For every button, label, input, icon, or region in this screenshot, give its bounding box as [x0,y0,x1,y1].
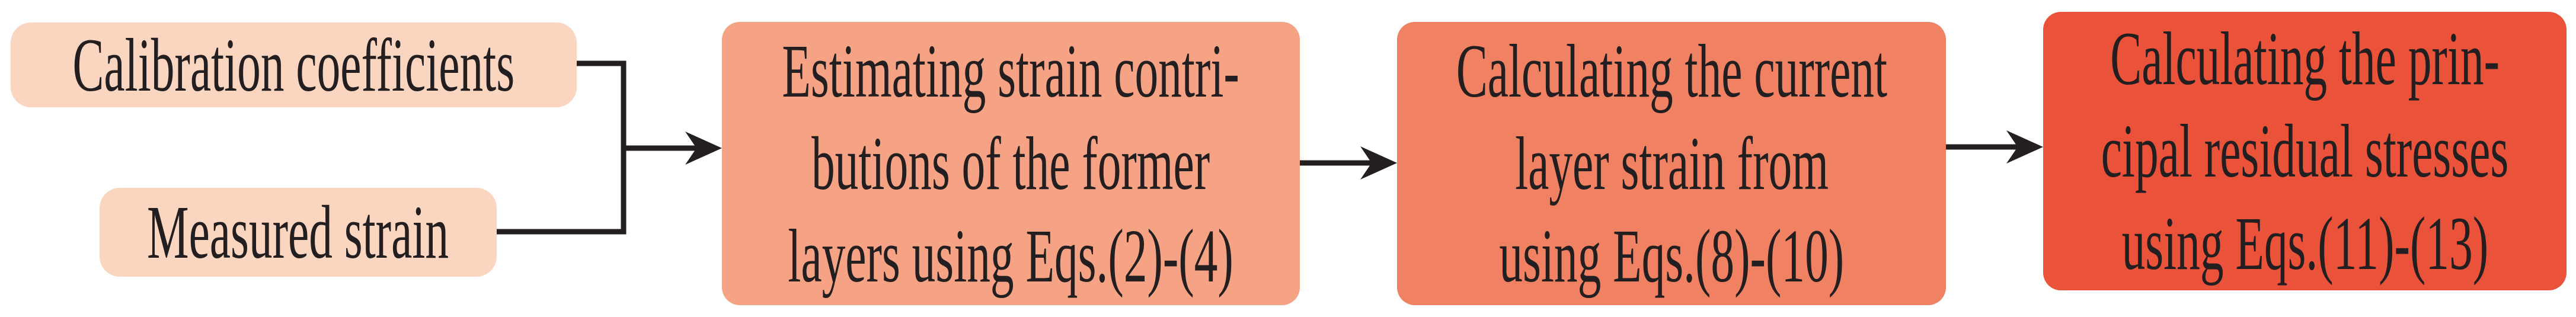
step-line: butions of the former [689,117,1332,210]
step-line: cipal residual stresses [1976,105,2576,197]
step-line-text: Calculating the current [1456,29,1887,113]
step-line-text: Calculating the prin- [2110,17,2500,101]
step-line-text: layers using Eqs.(2)-(4) [788,214,1234,298]
input-box-measured-strain: Measured strain [100,188,497,277]
step-line: Calculating the current [1324,25,2019,117]
step-box-calculate-current-layer-strain: Calculating the current layer strain fro… [1397,22,1946,305]
input-box-calibration-coefficients: Calibration coefficients [11,23,577,107]
box-label: Measured strain [55,191,541,274]
step-line: Calculating the prin- [1991,12,2576,105]
box-label-text: Measured strain [147,190,449,274]
box-label: Calibration coefficients [0,24,650,107]
step-line: using Eqs.(8)-(10) [1394,210,1950,302]
step-line: using Eqs.(11)-(13) [2009,197,2576,290]
box-label-text: Calibration coefficients [72,23,515,107]
step-line: Estimating strain contri- [642,25,1379,117]
step-line: layer strain from [1419,117,1925,210]
step-box-estimate-strain-contributions: Estimating strain contri- butions of the… [722,22,1300,305]
step-line-text: using Eqs.(11)-(13) [2121,201,2488,286]
step-line-text: layer strain from [1514,121,1829,206]
step-line: layers using Eqs.(2)-(4) [651,210,1370,302]
step-line-text: Estimating strain contri- [782,29,1240,113]
arrow-2-head-icon [1360,146,1397,180]
step-line-text: using Eqs.(8)-(10) [1499,214,1844,298]
step-line-text: cipal residual stresses [2101,109,2509,193]
step-box-calculate-principal-stresses: Calculating the prin- cipal residual str… [2043,12,2567,290]
step-line-text: butions of the former [811,121,1210,206]
